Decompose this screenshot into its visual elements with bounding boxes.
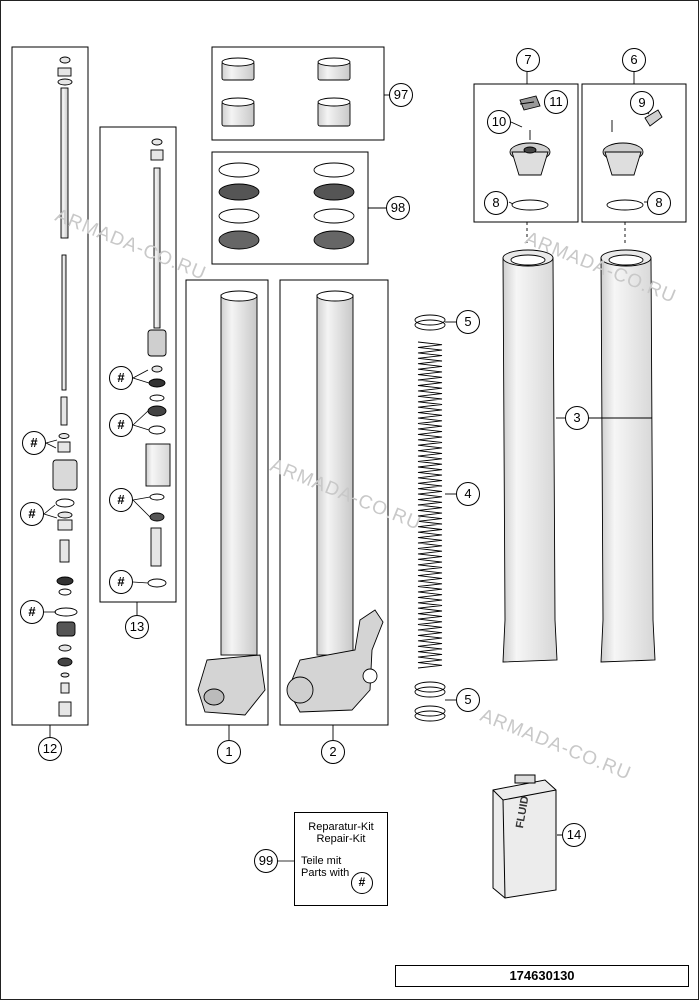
callout-6: 6 — [622, 48, 646, 72]
repair-kit-symbol: # — [351, 872, 373, 894]
fork-caps — [473, 72, 687, 223]
callout-98: 98 — [386, 196, 410, 220]
callout-3: 3 — [565, 406, 589, 430]
callout-97: 97 — [389, 83, 413, 107]
callout-13: 13 — [125, 615, 149, 639]
outer-tubes-3 — [502, 222, 656, 663]
repair-kit-marker: # — [22, 431, 46, 455]
repair-kit-line4: Parts with — [301, 867, 350, 879]
callout-11: 11 — [544, 90, 568, 114]
callout-5: 5 — [456, 688, 480, 712]
repair-kit-box: Reparatur-Kit Repair-Kit Teile mit Parts… — [294, 812, 388, 906]
spring-and-washers — [414, 314, 456, 722]
inner-tube-1 — [185, 279, 269, 740]
drawing-number: 174630130 — [395, 965, 689, 987]
repair-kit-marker: # — [109, 413, 133, 437]
fluid-can-14 — [492, 774, 562, 899]
cartridge-assembly-13 — [99, 126, 177, 615]
bushing-set-97 — [211, 46, 390, 141]
callout-9: 9 — [630, 91, 654, 115]
callout-5: 5 — [456, 310, 480, 334]
callout-14: 14 — [562, 823, 586, 847]
cartridge-assembly-12 — [11, 46, 89, 737]
repair-kit-line3: Teile mit — [301, 855, 342, 867]
callout-8: 8 — [647, 191, 671, 215]
callout-4: 4 — [456, 482, 480, 506]
repair-kit-marker: # — [109, 366, 133, 390]
inner-tube-2 — [279, 279, 389, 740]
callout-8: 8 — [484, 191, 508, 215]
callout-10: 10 — [487, 110, 511, 134]
repair-kit-marker: # — [109, 488, 133, 512]
repair-kit-line2: Repair-Kit — [316, 833, 366, 845]
seal-set-98 — [211, 151, 386, 265]
callout-99: 99 — [254, 849, 278, 873]
repair-kit-marker: # — [20, 502, 44, 526]
repair-kit-marker: # — [109, 570, 133, 594]
callout-2: 2 — [321, 740, 345, 764]
callout-7: 7 — [516, 48, 540, 72]
callout-1: 1 — [217, 740, 241, 764]
repair-kit-line1: Reparatur-Kit — [308, 821, 374, 833]
callout-12: 12 — [38, 737, 62, 761]
repair-kit-marker: # — [20, 600, 44, 624]
